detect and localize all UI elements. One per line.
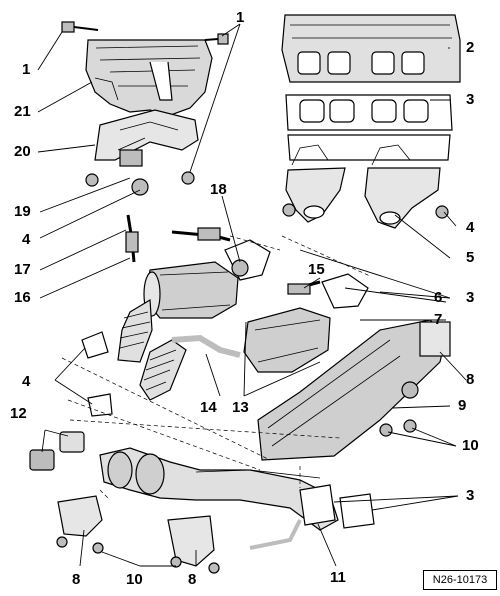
callout-21: 21 xyxy=(14,103,31,120)
callout-8: 8 xyxy=(72,571,81,588)
exhaust-manifold-flange xyxy=(281,14,461,83)
pipe-flange-lower xyxy=(87,393,113,417)
rear-exhaust-pipe xyxy=(99,447,339,550)
callout-4: 4 xyxy=(22,231,31,248)
callout-3: 3 xyxy=(466,289,475,306)
subframe-crossmember xyxy=(257,319,451,461)
callout-13: 13 xyxy=(232,399,249,416)
callout-4: 4 xyxy=(22,373,31,390)
callout-14: 14 xyxy=(200,399,217,416)
callout-1: 1 xyxy=(22,61,31,78)
lambda-probe-upper xyxy=(171,227,231,242)
callout-8: 8 xyxy=(466,371,475,388)
gasket-upper xyxy=(285,94,453,131)
front-pipe-left xyxy=(117,298,153,363)
callout-10: 10 xyxy=(126,571,143,588)
callout-2: 2 xyxy=(466,39,475,56)
flange-gaskets xyxy=(299,484,375,529)
callout-12: 12 xyxy=(10,405,27,422)
bolt-top-left xyxy=(61,21,99,33)
bolt-top-right xyxy=(204,33,229,45)
heat-shield xyxy=(85,39,213,117)
callout-11: 11 xyxy=(330,569,346,586)
catalytic-converter-right xyxy=(243,273,369,373)
reference-number: N26-10173 xyxy=(423,570,497,590)
callout-3: 3 xyxy=(466,91,475,108)
callout-3: 3 xyxy=(466,487,475,504)
callout-16: 16 xyxy=(14,289,31,306)
clamp xyxy=(29,431,85,471)
gasket-lower xyxy=(287,134,451,166)
pipe-flange-upper xyxy=(81,331,109,359)
mounting-bracket-right xyxy=(167,515,220,574)
callout-15: 15 xyxy=(308,261,325,278)
mounting-bracket-left xyxy=(56,495,104,554)
callout-7: 7 xyxy=(434,311,443,328)
callout-8: 8 xyxy=(188,571,197,588)
callout-5: 5 xyxy=(466,249,475,266)
callout-6: 6 xyxy=(434,289,443,306)
callout-9: 9 xyxy=(458,397,467,414)
callout-4: 4 xyxy=(466,219,475,236)
callout-1: 1 xyxy=(236,9,245,26)
callout-17: 17 xyxy=(14,261,31,278)
alignment-dashes xyxy=(61,235,371,501)
catalytic-converter-left xyxy=(143,239,271,319)
callout-18: 18 xyxy=(210,181,227,198)
callout-19: 19 xyxy=(14,203,31,220)
callout-20: 20 xyxy=(14,143,31,160)
callout-10: 10 xyxy=(462,437,479,454)
front-pipe-right xyxy=(139,334,241,401)
leader-lines xyxy=(37,23,467,567)
lambda-probe-right xyxy=(287,280,321,295)
exhaust-manifold xyxy=(282,167,449,229)
lambda-probe-left xyxy=(125,214,139,263)
bracket xyxy=(85,109,199,196)
